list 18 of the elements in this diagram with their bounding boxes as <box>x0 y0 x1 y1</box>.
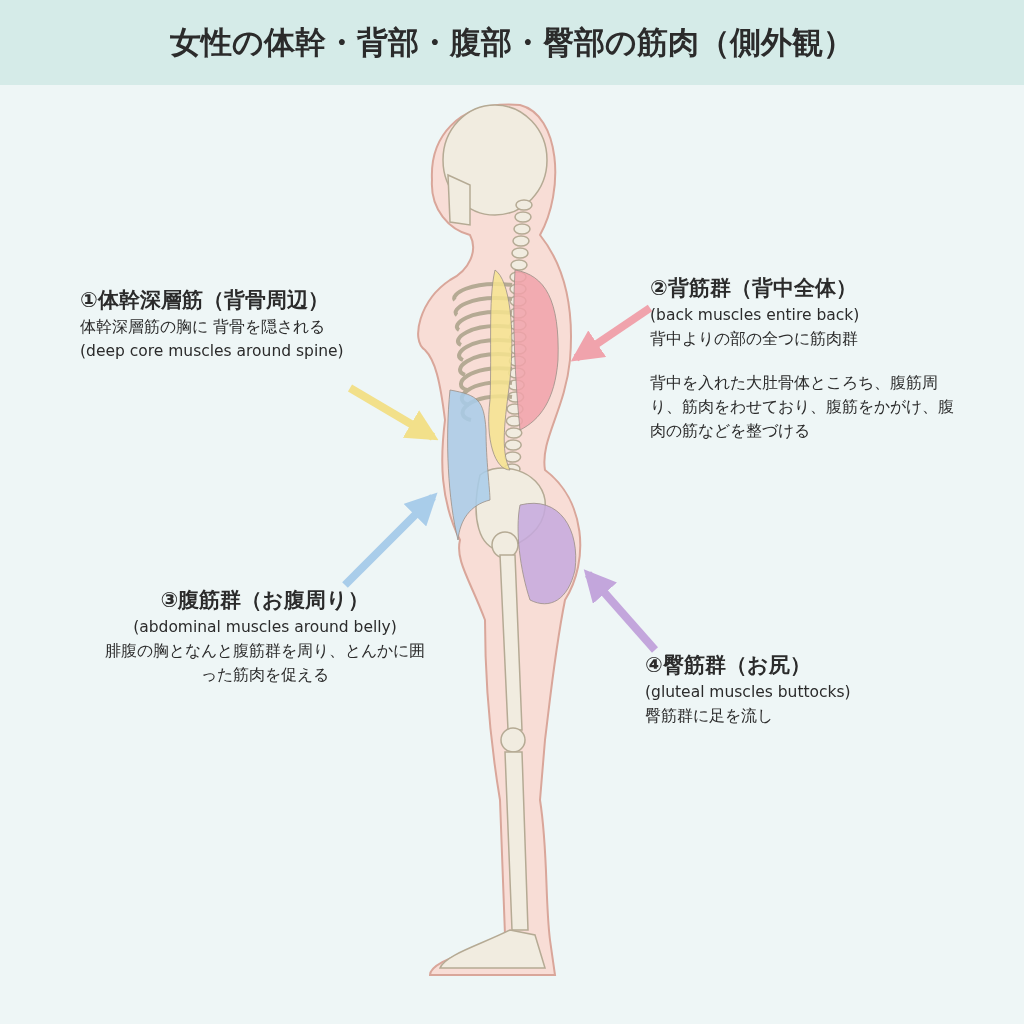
arrow <box>583 569 658 653</box>
description-text: 体幹深層筋の胸に 背骨を隠される <box>80 317 326 338</box>
arrow <box>570 304 653 362</box>
muscle-group-heading: ④臀筋群（お尻） <box>645 652 812 679</box>
muscle-group-heading: ②背筋群（背中全体） <box>650 275 858 302</box>
arrow <box>347 384 439 441</box>
description-text: 背中を入れた大肚骨体ところち、腹筋周り、筋肉をわせており、腹筋をかがけ、腹肉の筋などを整づける <box>650 373 955 442</box>
english-translation: (abdominal muscles around belly) <box>132 617 398 638</box>
description-text: 臀筋群に足を流し <box>645 706 774 727</box>
english-translation: (deep core muscles around spine) <box>80 341 345 362</box>
muscle-group-heading: ③腹筋群（お腹周り） <box>159 587 371 614</box>
title: 女性の体幹・背部・腹部・臀部の筋肉（側外観） <box>169 23 855 62</box>
description-text: 腓腹の胸となんと腹筋群を周り、とんかに囲った筋肉を促える <box>104 641 426 686</box>
muscle-group-heading: ①体幹深層筋（背骨周辺） <box>80 287 330 314</box>
english-translation: (back muscles entire back) <box>650 305 861 326</box>
description-text: 背中よりの部の全つに筋肉群 <box>650 329 859 350</box>
arrow <box>342 492 438 588</box>
english-translation: (gluteal muscles buttocks) <box>645 682 852 703</box>
